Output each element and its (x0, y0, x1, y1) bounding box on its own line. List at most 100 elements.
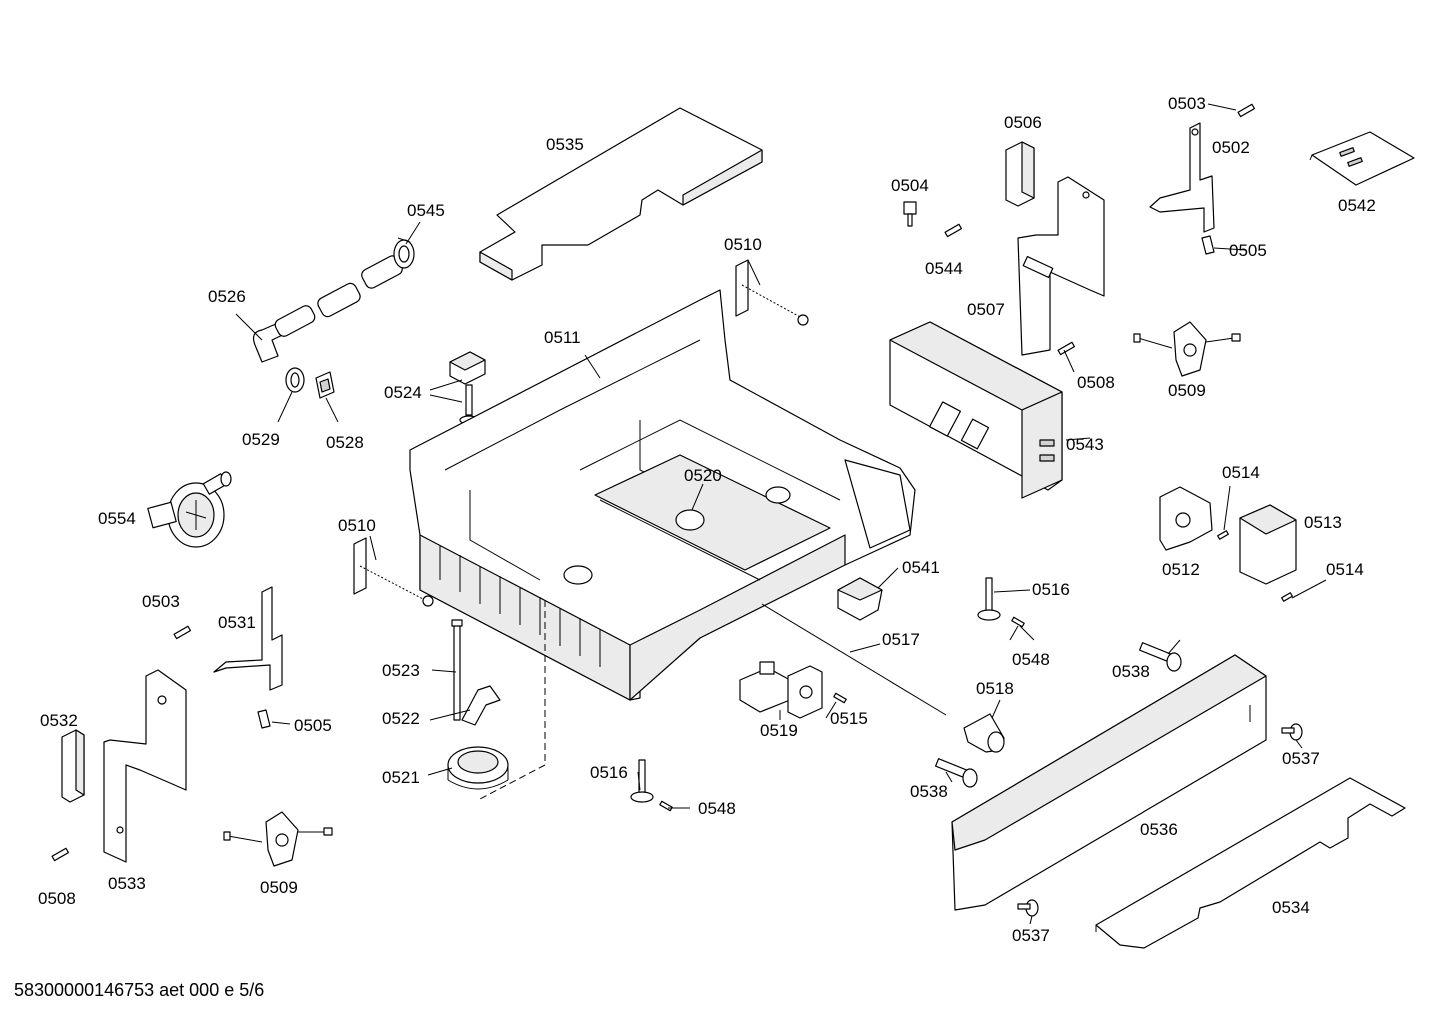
label-0537-lower: 0537 (1012, 926, 1050, 945)
part-0554-pump (147, 471, 232, 548)
label-0511: 0511 (544, 328, 581, 347)
part-0535-cover-plate (479, 107, 763, 281)
part-0506-holder (1005, 141, 1035, 207)
label-0537-upper: 0537 (1282, 749, 1320, 768)
label-0514-upper: 0514 (1222, 463, 1260, 482)
part-0545-clamp (393, 237, 415, 269)
label-0513: 0513 (1304, 513, 1342, 532)
label-0536: 0536 (1140, 820, 1178, 839)
part-0505-clip-left (257, 709, 271, 729)
label-0504: 0504 (891, 176, 929, 195)
part-0503-screw-left (173, 625, 192, 640)
part-0542-bag (1309, 131, 1415, 186)
label-0524: 0524 (384, 383, 422, 402)
part-0548-screw-left (659, 800, 673, 812)
part-0541-valve (837, 577, 883, 621)
leader-lines (235, 103, 1327, 925)
part-0510-spring-lower (353, 537, 434, 607)
part-0521-float (447, 746, 509, 790)
document-reference: 58300000146753 aet 000 e 5/6 (14, 980, 265, 1000)
part-0531-bracket (213, 586, 283, 691)
part-0509-sensor-right (1133, 321, 1241, 377)
part-0512-housing (1159, 486, 1213, 551)
label-0528: 0528 (326, 433, 364, 452)
part-0507-bracket (1017, 176, 1105, 356)
label-0534: 0534 (1272, 898, 1310, 917)
label-0522: 0522 (382, 709, 420, 728)
label-0505-right: 0505 (1229, 241, 1267, 260)
part-0537-screw-lower (1017, 899, 1039, 917)
label-0543: 0543 (1066, 435, 1104, 454)
label-0512: 0512 (1162, 560, 1200, 579)
label-0516-right: 0516 (1032, 580, 1070, 599)
part-0513-cover (1239, 504, 1297, 585)
part-0548-screw-right (1011, 616, 1025, 628)
label-0532: 0532 (40, 711, 78, 730)
part-0533-bracket (103, 669, 187, 863)
part-0544-screw (944, 223, 963, 238)
part-0515-screw (833, 692, 847, 704)
label-0509-left: 0509 (260, 878, 298, 897)
part-0532-cover (61, 729, 85, 803)
part-labels: 0535 0545 0510 0526 0511 0524 0529 0528 … (38, 94, 1376, 945)
label-0538-upper: 0538 (1112, 662, 1150, 681)
label-0521: 0521 (382, 768, 420, 787)
part-0514-screw-upper (1217, 530, 1229, 540)
label-0531: 0531 (218, 613, 256, 632)
part-0510-spring-upper (735, 259, 809, 326)
label-0505-left: 0505 (294, 716, 332, 735)
part-0536-panel (951, 654, 1267, 911)
label-0506: 0506 (1004, 113, 1042, 132)
part-0504-sensor (903, 201, 917, 227)
label-0507: 0507 (967, 300, 1005, 319)
label-0503-right: 0503 (1168, 94, 1206, 113)
label-0548-right: 0548 (1012, 650, 1050, 669)
part-0509-sensor-left (223, 811, 333, 867)
part-0508-screw-left (51, 847, 70, 862)
part-0529-clamp (285, 367, 305, 393)
part-0503-screw-right (1237, 103, 1256, 118)
part-0522-lever (461, 685, 501, 726)
part-0526-hose (252, 255, 403, 363)
label-0508-left: 0508 (38, 889, 76, 908)
label-0502: 0502 (1212, 138, 1250, 157)
dashed-guide-float (477, 600, 546, 801)
label-0542: 0542 (1338, 196, 1376, 215)
part-0516-screw-left (630, 759, 654, 803)
label-0517: 0517 (882, 630, 920, 649)
part-0511-base-tub (409, 289, 916, 701)
label-0533: 0533 (108, 874, 146, 893)
label-0509-right: 0509 (1168, 381, 1206, 400)
label-0548-left: 0548 (698, 799, 736, 818)
label-0541: 0541 (902, 558, 940, 577)
part-0528-clip (315, 371, 335, 399)
label-0523: 0523 (382, 661, 420, 680)
label-0515: 0515 (830, 709, 868, 728)
label-0529: 0529 (242, 430, 280, 449)
part-0534-strip (1095, 777, 1406, 949)
label-0516-left: 0516 (590, 763, 628, 782)
part-0519-valve (739, 661, 823, 719)
part-0508-screw-right (1057, 341, 1076, 356)
label-0510-upper: 0510 (724, 235, 762, 254)
part-0517-rod (761, 603, 947, 716)
part-0543-control-module (889, 321, 1063, 499)
label-0508-right: 0508 (1077, 373, 1115, 392)
part-0538-bolt-upper (1138, 642, 1182, 672)
part-0516-screw-right (977, 577, 1001, 621)
label-0526: 0526 (208, 287, 246, 306)
label-0520: 0520 (684, 466, 722, 485)
label-0538-lower: 0538 (910, 782, 948, 801)
part-0538-bolt-lower (934, 758, 978, 788)
label-0510-lower: 0510 (338, 516, 376, 535)
part-0524-bracket (449, 351, 486, 425)
part-0502-bracket (1149, 122, 1215, 233)
part-0518-cap (963, 713, 1005, 753)
label-0518: 0518 (976, 679, 1014, 698)
part-0505-clip-right (1201, 235, 1215, 255)
label-0519: 0519 (760, 721, 798, 740)
label-0535: 0535 (546, 135, 584, 154)
label-0514-lower: 0514 (1326, 560, 1364, 579)
part-0523-float-rod (451, 619, 463, 721)
